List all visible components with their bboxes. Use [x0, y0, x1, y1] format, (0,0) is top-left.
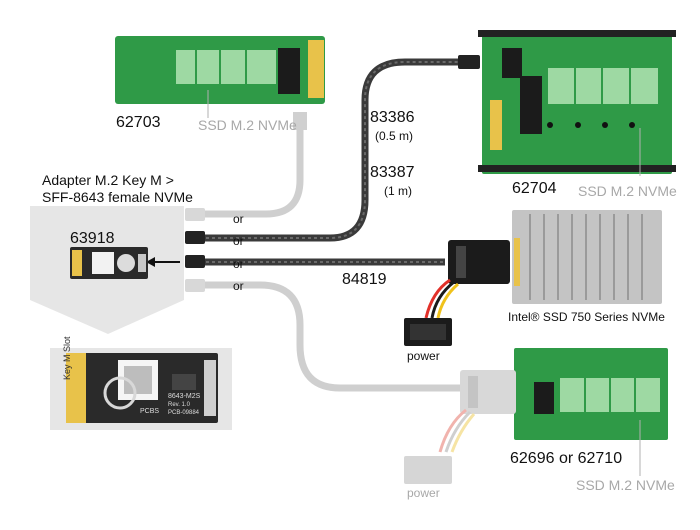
board-62704	[478, 30, 676, 174]
label-83386: 83386	[370, 109, 415, 126]
plug-faded-top	[185, 208, 205, 221]
u2-connector-faded	[460, 370, 516, 414]
u2-connector-dark	[448, 240, 510, 284]
or-4: or	[233, 279, 244, 293]
label-62703: 62703	[116, 114, 161, 131]
pcb-adapter-code: 8643-M2S	[168, 393, 201, 400]
plug-dark-1	[185, 231, 205, 244]
plug-faded-bottom	[185, 279, 205, 292]
label-83386-length: (0.5 m)	[375, 129, 414, 143]
adapter-closeup	[66, 353, 218, 423]
label-63918: 63918	[70, 230, 115, 247]
pcb-adapter-side: PCBS	[140, 408, 160, 415]
adapter-63918	[70, 247, 148, 279]
label-62704-desc: SSD M.2 NVMe	[578, 183, 677, 199]
power-cable-faded	[404, 408, 476, 484]
board-62703	[115, 36, 325, 104]
adapter-title-line1: Adapter M.2 Key M >	[42, 172, 174, 188]
label-power: power	[407, 349, 440, 363]
plug-faded-62703	[293, 112, 307, 130]
board-62696	[514, 348, 668, 440]
or-2: or	[233, 234, 244, 248]
plug-dark-2	[185, 255, 205, 268]
label-62696-62710: 62696 or 62710	[510, 450, 623, 467]
cable-braid	[200, 61, 458, 239]
label-62703-desc: SSD M.2 NVMe	[198, 117, 297, 133]
label-83387-length: (1 m)	[384, 184, 412, 198]
cable-faded-bottom	[200, 281, 460, 392]
intel-ssd-750	[512, 210, 662, 304]
power-cable	[404, 278, 459, 346]
label-84819: 84819	[342, 271, 387, 288]
plug-62704	[458, 55, 480, 69]
label-power-faded: power	[407, 486, 440, 500]
label-intel-ssd: Intel® SSD 750 Series NVMe	[508, 310, 665, 324]
adapter-title-line2: SFF-8643 female NVMe	[42, 189, 193, 205]
cable-faded-top	[200, 118, 304, 218]
or-3: or	[233, 257, 244, 271]
pcb-key-m-slot: Key M Slot	[62, 336, 72, 380]
pcb-adapter-pcb: PCB-09884	[168, 410, 200, 416]
pcb-adapter-rev: Rev. 1.0	[168, 402, 190, 408]
or-1: or	[233, 212, 244, 226]
label-62696-desc: SSD M.2 NVMe	[576, 477, 675, 493]
label-83387: 83387	[370, 164, 415, 181]
label-62704: 62704	[512, 180, 557, 197]
arrow-head	[146, 257, 155, 267]
